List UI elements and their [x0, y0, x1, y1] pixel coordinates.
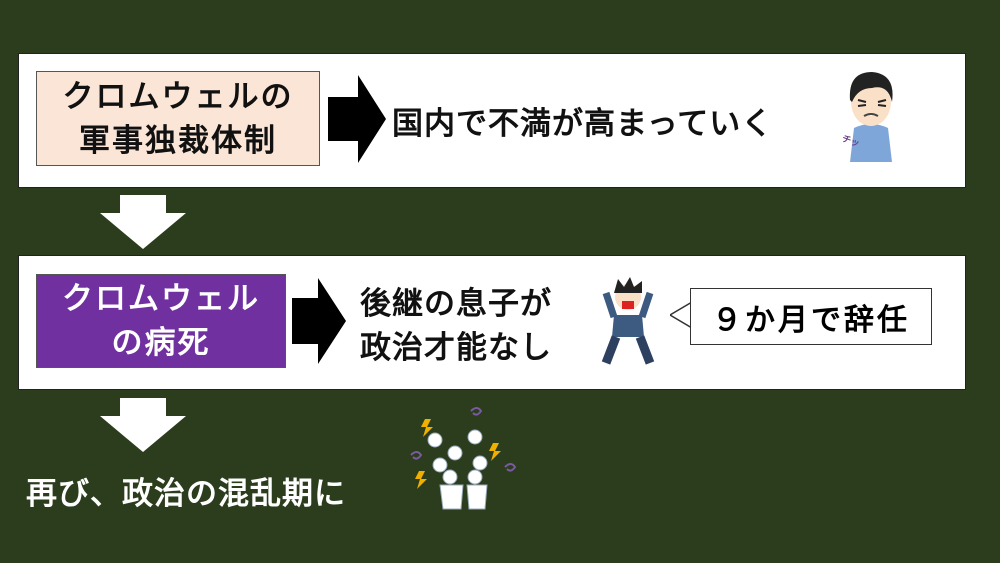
chaotic-crowd-icon: [410, 407, 517, 510]
annoyed-man-icon: [849, 72, 893, 162]
discontent-text: 国内で不満が高まっていく: [392, 106, 774, 142]
right-arrow-icon: [292, 278, 346, 364]
dictatorship-box: クロムウェルの 軍事独裁体制: [36, 71, 320, 166]
down-arrow-icon: [100, 195, 186, 249]
successor-line1: 後継の息子が: [360, 286, 552, 322]
death-line2: の病死: [111, 325, 211, 361]
speech-tail-icon: [670, 301, 692, 329]
dictatorship-line2: 軍事独裁体制: [79, 122, 277, 159]
down-arrow-icon: [100, 398, 186, 452]
successor-line2: 政治才能なし: [360, 330, 552, 366]
dictatorship-line1: クロムウェルの: [62, 78, 294, 115]
conclusion-text: 再び、政治の混乱期に: [26, 476, 346, 512]
death-line1: クロムウェル: [62, 281, 260, 317]
resigned-callout: ９か月で辞任: [690, 288, 932, 345]
panicking-man-icon: [601, 277, 655, 365]
right-arrow-icon: [328, 75, 386, 163]
death-box: クロムウェル の病死: [36, 274, 286, 368]
